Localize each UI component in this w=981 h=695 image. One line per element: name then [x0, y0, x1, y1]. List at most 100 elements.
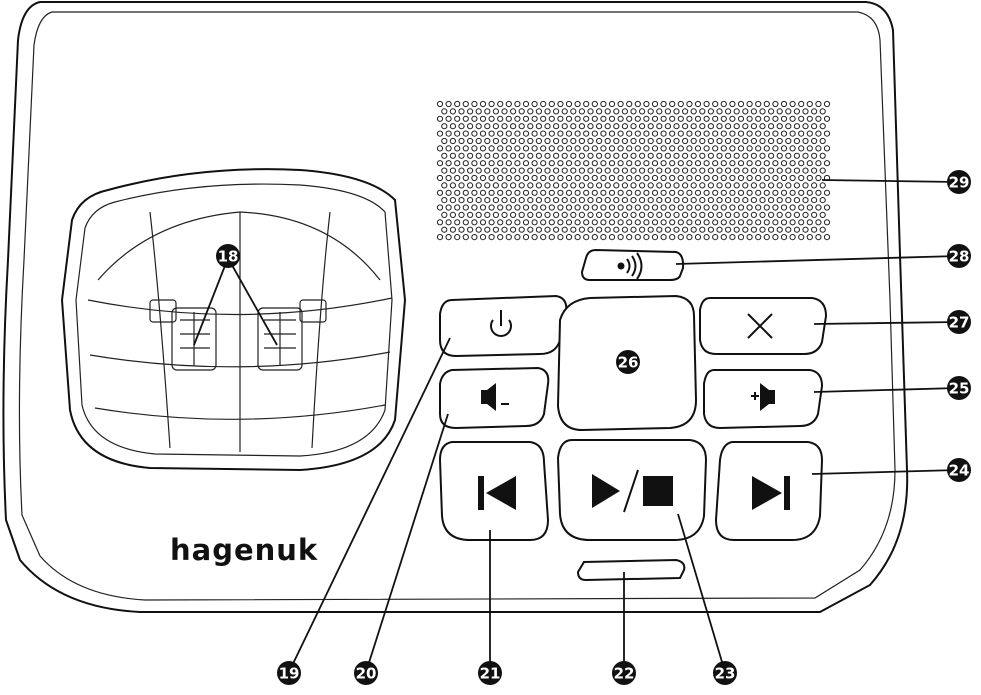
skip-forward-button[interactable]	[714, 441, 824, 541]
grille-hole	[789, 145, 796, 152]
grille-hole	[759, 182, 766, 189]
grille-hole	[712, 160, 719, 167]
grille-hole	[531, 219, 538, 226]
grille-hole	[806, 204, 813, 211]
grille-hole	[703, 160, 710, 167]
grille-hole	[686, 100, 693, 108]
grille-hole	[729, 100, 736, 108]
grille-hole	[467, 123, 474, 130]
volume-down-button[interactable]	[439, 366, 550, 430]
grille-hole	[570, 211, 577, 218]
grille-hole	[660, 189, 667, 196]
grille-hole	[789, 189, 796, 196]
grille-hole	[639, 108, 646, 115]
grille-hole	[647, 197, 654, 204]
grille-hole	[574, 204, 581, 211]
grille-hole	[647, 108, 654, 115]
grille-hole	[737, 174, 745, 182]
grille-hole	[458, 167, 465, 174]
grille-hole	[776, 167, 783, 174]
grille-hole	[694, 219, 702, 226]
grille-hole	[819, 137, 826, 145]
grille-hole	[591, 234, 598, 241]
grille-hole	[746, 234, 753, 241]
grille-hole	[604, 182, 611, 189]
find-handset-button[interactable]	[580, 248, 685, 281]
grille-hole	[823, 189, 831, 196]
grille-hole	[733, 123, 740, 130]
grille-hole	[716, 167, 723, 174]
grille-hole	[553, 137, 560, 145]
grille-hole	[806, 115, 813, 122]
grille-hole	[690, 182, 697, 189]
grille-hole	[565, 189, 573, 196]
grille-hole	[699, 197, 706, 204]
grille-hole	[763, 145, 770, 152]
grille-hole	[548, 219, 555, 226]
close-icon	[747, 313, 773, 339]
grille-hole	[587, 137, 594, 145]
skip-back-button[interactable]	[438, 441, 550, 541]
grille-hole	[596, 152, 603, 159]
grille-hole	[471, 100, 478, 108]
grille-hole	[509, 108, 517, 115]
grille-hole	[815, 100, 822, 108]
grille-hole	[720, 130, 727, 137]
grille-hole	[488, 174, 495, 182]
grille-hole	[527, 123, 534, 130]
grille-hole	[441, 211, 448, 218]
grille-hole	[699, 167, 706, 174]
grille-hole	[492, 226, 499, 233]
grille-hole	[479, 189, 487, 196]
grille-hole	[733, 226, 740, 233]
grille-hole	[608, 234, 616, 241]
grille-hole	[694, 174, 702, 182]
grille-hole	[750, 197, 758, 204]
grille-hole	[553, 123, 560, 130]
grille-hole	[682, 211, 689, 218]
grille-hole	[548, 234, 555, 241]
grille-hole	[488, 204, 495, 211]
grille-hole	[703, 174, 710, 182]
grille-hole	[780, 174, 788, 182]
grille-hole	[561, 226, 568, 233]
grille-hole	[514, 100, 521, 108]
grille-hole	[785, 152, 792, 159]
grille-hole	[626, 160, 633, 167]
grille-hole	[505, 204, 512, 211]
grille-hole	[823, 145, 831, 152]
grille-hole	[802, 167, 809, 174]
grille-hole	[479, 174, 487, 182]
grille-hole	[578, 137, 586, 145]
grille-hole	[501, 152, 508, 159]
grille-hole	[565, 234, 573, 241]
grille-hole	[690, 123, 697, 130]
grille-hole	[806, 100, 813, 108]
grille-hole	[514, 189, 521, 196]
grille-hole	[720, 174, 727, 182]
grille-hole	[798, 189, 805, 196]
callout-24: 24	[947, 458, 971, 482]
grille-hole	[596, 182, 603, 189]
grille-hole	[669, 115, 676, 122]
power-button[interactable]	[439, 294, 568, 358]
volume-up-button[interactable]	[703, 369, 824, 430]
brand-logo: hagenuk	[170, 533, 318, 567]
grille-hole	[707, 167, 715, 174]
play-stop-button[interactable]	[556, 439, 708, 541]
grille-hole	[703, 100, 710, 108]
grille-hole	[561, 167, 568, 174]
grille-hole	[712, 189, 719, 196]
grille-hole	[772, 130, 779, 137]
grille-hole	[716, 182, 723, 189]
grille-hole	[467, 137, 474, 145]
grille-hole	[682, 226, 689, 233]
grille-hole	[776, 226, 783, 233]
grille-hole	[531, 204, 538, 211]
grille-hole	[660, 100, 667, 108]
grille-hole	[669, 174, 676, 182]
delete-button[interactable]	[699, 297, 828, 355]
grille-hole	[458, 108, 465, 115]
grille-hole	[471, 145, 478, 152]
grille-hole	[737, 160, 745, 167]
